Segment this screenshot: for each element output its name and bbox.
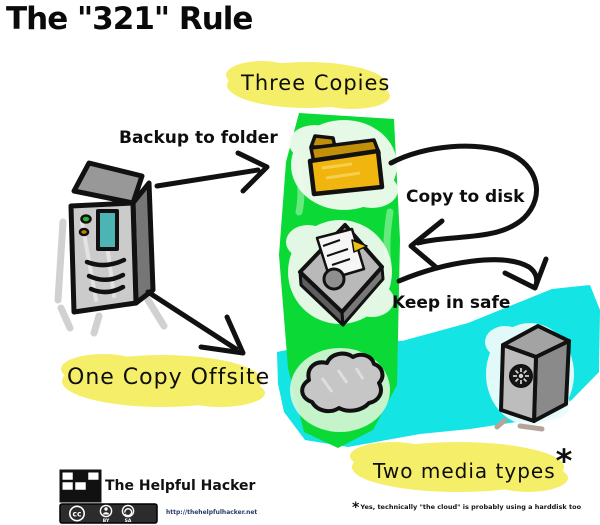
arrow-backup-to-folder <box>154 150 270 194</box>
label-copy-to-disk: Copy to disk <box>406 187 525 207</box>
arrow-keep-in-safe <box>396 256 549 291</box>
computer-tower-icon <box>54 160 168 337</box>
svg-text:BY: BY <box>103 518 110 524</box>
folder-icon <box>289 120 398 210</box>
arrow-copy-to-disk <box>388 143 540 271</box>
footnote: *Yes, technically "the cloud" is probabl… <box>352 501 581 515</box>
footnote-text: Yes, technically "the cloud" is probably… <box>360 503 582 511</box>
label-backup-to-folder: Backup to folder <box>119 128 278 148</box>
label-one-copy-offsite: One Copy Offsite <box>67 365 271 390</box>
glider-logo <box>59 469 102 503</box>
svg-text:SA: SA <box>125 518 132 524</box>
label-keep-in-safe: Keep in safe <box>392 293 511 313</box>
arrow-one-copy-offsite <box>145 289 246 356</box>
power-led <box>80 214 92 224</box>
harddisk-icon <box>286 220 394 327</box>
page-title: The "321" Rule <box>6 1 253 37</box>
highlight-one-copy-offsite <box>61 354 265 407</box>
sa-icon: SA <box>121 504 135 524</box>
cc-icon: cc <box>69 505 86 522</box>
cloud-icon <box>290 348 390 432</box>
site-url: http://thehelpfulhacker.net <box>166 509 258 516</box>
brand-name: The Helpful Hacker <box>105 478 256 494</box>
asterisk-mark: * <box>555 442 573 480</box>
svg-text:cc: cc <box>73 509 82 518</box>
label-two-media-text: Two media types <box>373 459 556 483</box>
by-icon: BY <box>99 504 113 524</box>
safe-icon <box>485 323 574 432</box>
label-two-media-types: Two media types* <box>373 445 572 485</box>
footnote-asterisk: * <box>352 500 360 516</box>
disk-led <box>78 227 90 237</box>
safe-dial <box>509 364 533 388</box>
cc-license-badge: cc BY SA <box>59 503 158 524</box>
highlight-three-copies <box>226 61 390 109</box>
disk-spindle <box>322 267 346 291</box>
highlight-two-media-types <box>350 442 568 492</box>
label-three-copies: Three Copies <box>241 71 391 95</box>
